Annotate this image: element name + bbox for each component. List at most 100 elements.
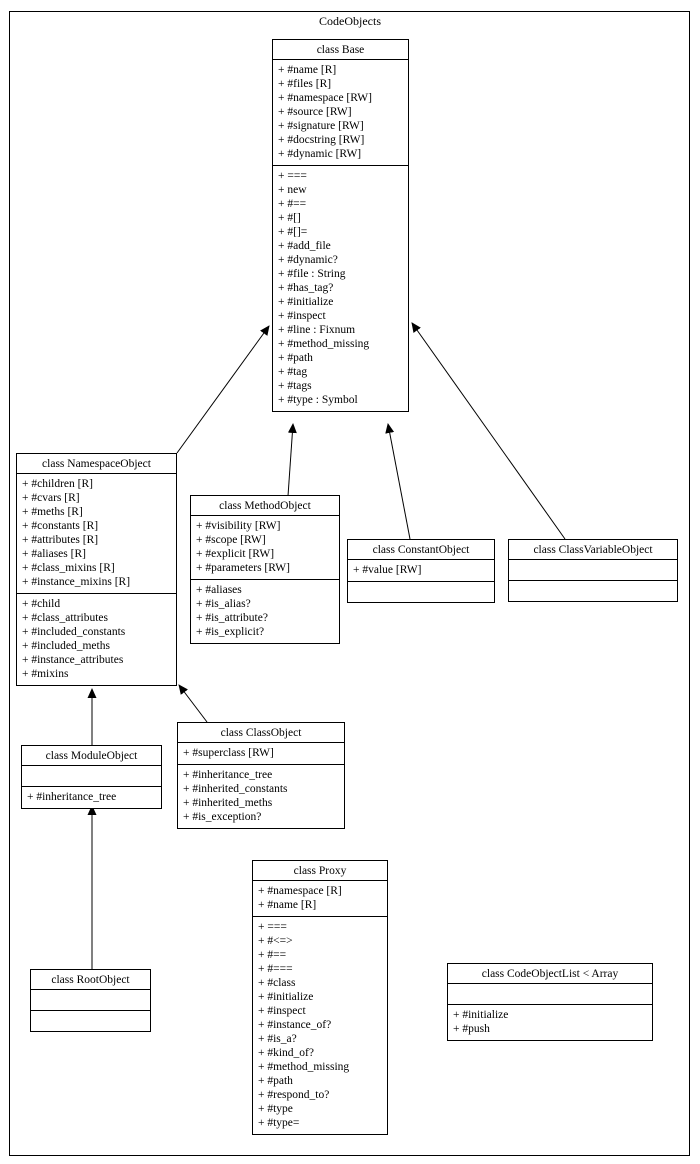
- member-row: + #namespace [R]: [258, 885, 342, 897]
- member-row: + #method_missing: [278, 338, 370, 350]
- member-row: + #type : Symbol: [278, 394, 358, 406]
- member-row: + #==: [258, 949, 287, 961]
- methods-section: + === + new + #== + #[] + #[]= + #add_file + #…: [273, 165, 408, 411]
- methods-section: [348, 581, 494, 602]
- member-row: + #docstring [RW]: [278, 134, 365, 146]
- member-row: + #is_a?: [258, 1033, 297, 1045]
- member-row: + #initialize: [258, 991, 314, 1003]
- member-row: + #dynamic?: [278, 254, 338, 266]
- member-row: + #kind_of?: [258, 1047, 314, 1059]
- member-row: + #add_file: [278, 240, 331, 252]
- member-row: + #inherited_constants: [183, 783, 288, 795]
- member-row: + #explicit [RW]: [196, 548, 275, 560]
- member-row: + #included_constants: [22, 626, 126, 638]
- member-row: + #path: [278, 352, 313, 364]
- class-title: class Base: [273, 40, 408, 60]
- class-box-rootobject: class RootObject: [30, 969, 151, 1032]
- member-row: + #namespace [RW]: [278, 92, 372, 104]
- methods-section: + #inheritance_tree + #inherited_constant…: [178, 764, 344, 828]
- member-row: + ===: [258, 921, 287, 933]
- member-row: + #inheritance_tree: [183, 769, 273, 781]
- member-row: + #inspect: [258, 1005, 306, 1017]
- member-row: + #[]: [278, 212, 301, 224]
- methods-section: + #inheritance_tree: [22, 786, 161, 808]
- member-row: + #superclass [RW]: [183, 747, 274, 759]
- member-row: + #class_mixins [R]: [22, 562, 115, 574]
- class-title: class ClassVariableObject: [509, 540, 677, 560]
- class-title: class Proxy: [253, 861, 387, 881]
- member-row: + #==: [278, 198, 307, 210]
- member-row: + #respond_to?: [258, 1089, 330, 1101]
- attributes-section: + #namespace [R]+ #name [R]: [253, 881, 387, 916]
- cluster-label: CodeObjects: [319, 14, 381, 28]
- class-box-constantobject: class ConstantObject + #value [RW]: [347, 539, 495, 603]
- member-row: + #line : Fixnum: [278, 324, 356, 336]
- attributes-section: + #superclass [RW]: [178, 743, 344, 764]
- member-row: + #scope [RW]: [196, 534, 266, 546]
- methods-section: + #child+ #class_attributes+ #included_c…: [17, 593, 176, 685]
- member-row: + #is_exception?: [183, 811, 262, 823]
- member-row: + #class_attributes: [22, 612, 109, 624]
- class-title: class ConstantObject: [348, 540, 494, 560]
- member-row: + #instance_mixins [R]: [22, 576, 131, 588]
- member-row: + #class: [258, 977, 296, 989]
- class-title: class MethodObject: [191, 496, 339, 516]
- attributes-section: + #children [R]+ #cvars [R]+ #meths [R]+…: [17, 474, 176, 593]
- methods-section: + #aliases+ #is_alias?+ #is_attribute?+ …: [191, 579, 339, 643]
- member-row: + #name [R]: [278, 64, 337, 76]
- attributes-section: [448, 984, 652, 1004]
- member-row: + #is_attribute?: [196, 612, 268, 624]
- member-row: + #inspect: [278, 310, 326, 322]
- class-box-proxy: class Proxy + #namespace [R]+ #name [R] …: [252, 860, 388, 1135]
- member-row: + #tag: [278, 366, 308, 378]
- member-row: + #aliases: [196, 584, 242, 596]
- member-row: + #method_missing: [258, 1061, 350, 1073]
- member-row: + new: [278, 184, 307, 196]
- member-row: + #[]=: [278, 226, 308, 238]
- member-row: + #has_tag?: [278, 282, 334, 294]
- class-box-classobject: class ClassObject + #superclass [RW] + #…: [177, 722, 345, 829]
- member-row: + #===: [258, 963, 293, 975]
- member-row: + #visibility [RW]: [196, 520, 281, 532]
- member-row: + #type: [258, 1103, 293, 1115]
- member-row: + #instance_of?: [258, 1019, 332, 1031]
- attributes-section: + #visibility [RW] + #scope [RW] + #explic…: [191, 516, 339, 579]
- member-row: + #initialize: [278, 296, 334, 308]
- methods-section: + #initialize + #push: [448, 1004, 652, 1040]
- member-row: + #inheritance_tree: [27, 791, 117, 803]
- methods-section: + ===+ #<=>+ #==+ #===+ #class+ #initial…: [253, 916, 387, 1134]
- class-title: class ClassObject: [178, 723, 344, 743]
- attributes-section: + #name [R] + #files [R] + #namespace [RW]…: [273, 60, 408, 165]
- member-row: + #value [RW]: [353, 564, 422, 576]
- class-box-namespaceobject: class NamespaceObject + #children [R]+ #…: [16, 453, 177, 686]
- member-row: + #type=: [258, 1117, 300, 1129]
- member-row: + #inherited_meths: [183, 797, 273, 809]
- class-box-classvariableobject: class ClassVariableObject: [508, 539, 678, 602]
- member-row: + #signature [RW]: [278, 120, 364, 132]
- class-title: class ModuleObject: [22, 746, 161, 766]
- member-row: + #is_alias?: [196, 598, 251, 610]
- member-row: + #dynamic [RW]: [278, 148, 362, 160]
- member-row: + #initialize: [453, 1009, 509, 1021]
- member-row: + #included_meths: [22, 640, 110, 652]
- member-row: + #files [R]: [278, 78, 332, 90]
- attributes-section: [509, 560, 677, 580]
- member-row: + #children [R]: [22, 478, 93, 490]
- member-row: + #source [RW]: [278, 106, 352, 118]
- methods-section: [31, 1010, 150, 1031]
- class-title: class NamespaceObject: [17, 454, 176, 474]
- class-box-base: class Base + #name [R]+ #files [R]+ #nam…: [272, 39, 409, 412]
- member-row: + #file : String: [278, 268, 346, 280]
- member-row: + #path: [258, 1075, 293, 1087]
- class-box-codeobjectlist: class CodeObjectList < Array + #initiali…: [447, 963, 653, 1041]
- member-row: + ===: [278, 170, 307, 182]
- attributes-section: [31, 990, 150, 1010]
- attributes-section: [22, 766, 161, 786]
- methods-section: [509, 580, 677, 601]
- class-title: class CodeObjectList < Array: [448, 964, 652, 984]
- member-row: + #mixins: [22, 668, 69, 680]
- class-box-methodobject: class MethodObject + #visibility [RW]+ #…: [190, 495, 340, 644]
- member-row: + #instance_attributes: [22, 654, 124, 666]
- member-row: + #push: [453, 1023, 490, 1035]
